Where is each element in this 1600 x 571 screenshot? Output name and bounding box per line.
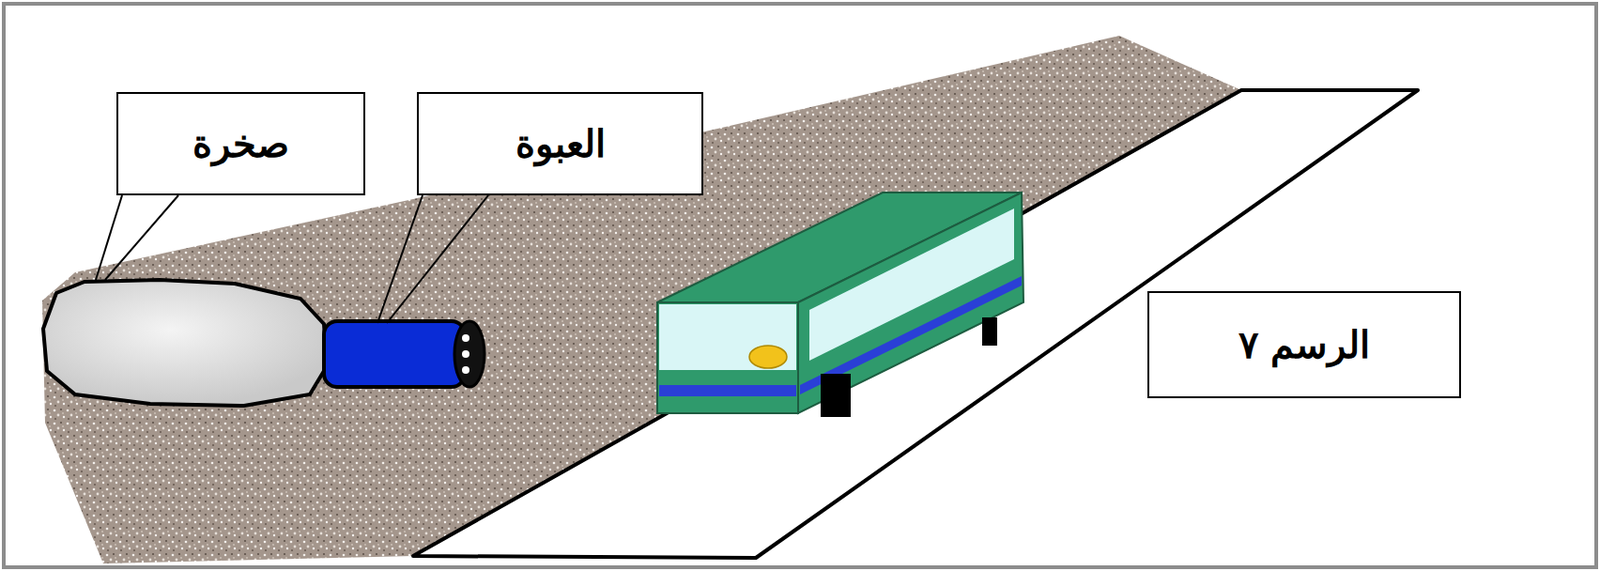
rock: [43, 279, 327, 406]
callout-box: العبوة: [416, 92, 704, 196]
callout-box: صخرة: [116, 92, 366, 196]
callout-leaders: [95, 195, 489, 324]
label-text: الرسم ٧: [1238, 322, 1371, 368]
outer-border: [3, 3, 1597, 568]
figure-label-box: الرسم ٧: [1147, 291, 1462, 399]
explosive-charge: [323, 321, 485, 387]
label-text: صخرة: [192, 121, 290, 167]
bus: [657, 192, 1024, 417]
paved-road: [413, 90, 1418, 558]
label-text: العبوة: [515, 121, 606, 167]
